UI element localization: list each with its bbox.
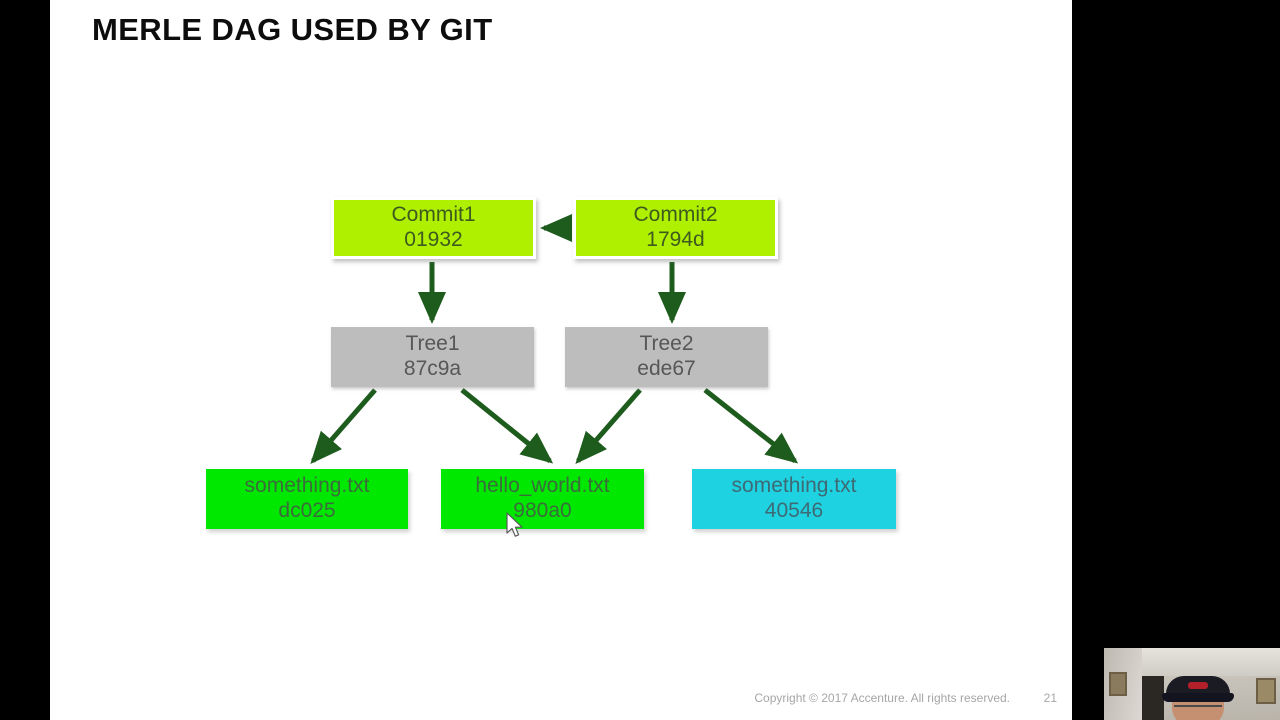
- node-blob2-label: hello_world.txt: [475, 474, 610, 498]
- node-commit1-hash: 01932: [404, 228, 463, 251]
- webcam-video-overlay[interactable]: [1104, 648, 1280, 720]
- node-commit2-hash: 1794d: [646, 228, 705, 251]
- webcam-ceiling: [1140, 648, 1280, 676]
- node-blob-something-40546[interactable]: something.txt 40546: [692, 469, 896, 529]
- node-blob1-label: something.txt: [244, 474, 370, 498]
- node-blob3-hash: 40546: [764, 499, 824, 522]
- page-title: MERLE DAG USED BY GIT: [92, 12, 493, 47]
- node-blob-hello-world-980a0[interactable]: hello_world.txt 980a0: [441, 469, 644, 529]
- slide-footer: Copyright © 2017 Accenture. All rights r…: [50, 691, 1072, 709]
- node-tree1-hash: 87c9a: [403, 357, 462, 380]
- node-blob-something-dc025[interactable]: something.txt dc025: [206, 469, 408, 529]
- node-tree1[interactable]: Tree1 87c9a: [331, 327, 534, 387]
- webcam-person-glasses: [1174, 705, 1222, 715]
- copyright-text: Copyright © 2017 Accenture. All rights r…: [754, 691, 1010, 705]
- node-tree2[interactable]: Tree2 ede67: [565, 327, 768, 387]
- presentation-slide: MERLE DAG USED BY GIT: [50, 0, 1072, 720]
- webcam-picture-frame-left: [1109, 672, 1127, 696]
- node-commit2[interactable]: Commit2 1794d: [573, 197, 778, 259]
- node-tree1-label: Tree1: [405, 332, 460, 356]
- node-blob2-hash: 980a0: [513, 499, 572, 522]
- node-tree2-hash: ede67: [637, 357, 696, 380]
- merkle-dag-diagram: Commit1 01932 Commit2 1794d Tree1 87c9a …: [50, 0, 1072, 720]
- node-blob1-hash: dc025: [278, 499, 336, 522]
- webcam-cap-logo: [1188, 682, 1208, 689]
- webcam-person-cap-brim: [1162, 693, 1234, 702]
- webcam-picture-frame-right: [1256, 678, 1276, 704]
- node-commit1[interactable]: Commit1 01932: [331, 197, 536, 259]
- webcam-doorway: [1142, 676, 1164, 720]
- node-tree2-label: Tree2: [639, 332, 694, 356]
- node-commit1-label: Commit1: [391, 203, 476, 227]
- page-number: 21: [1043, 691, 1057, 705]
- node-blob3-label: something.txt: [731, 474, 857, 498]
- node-commit2-label: Commit2: [633, 203, 718, 227]
